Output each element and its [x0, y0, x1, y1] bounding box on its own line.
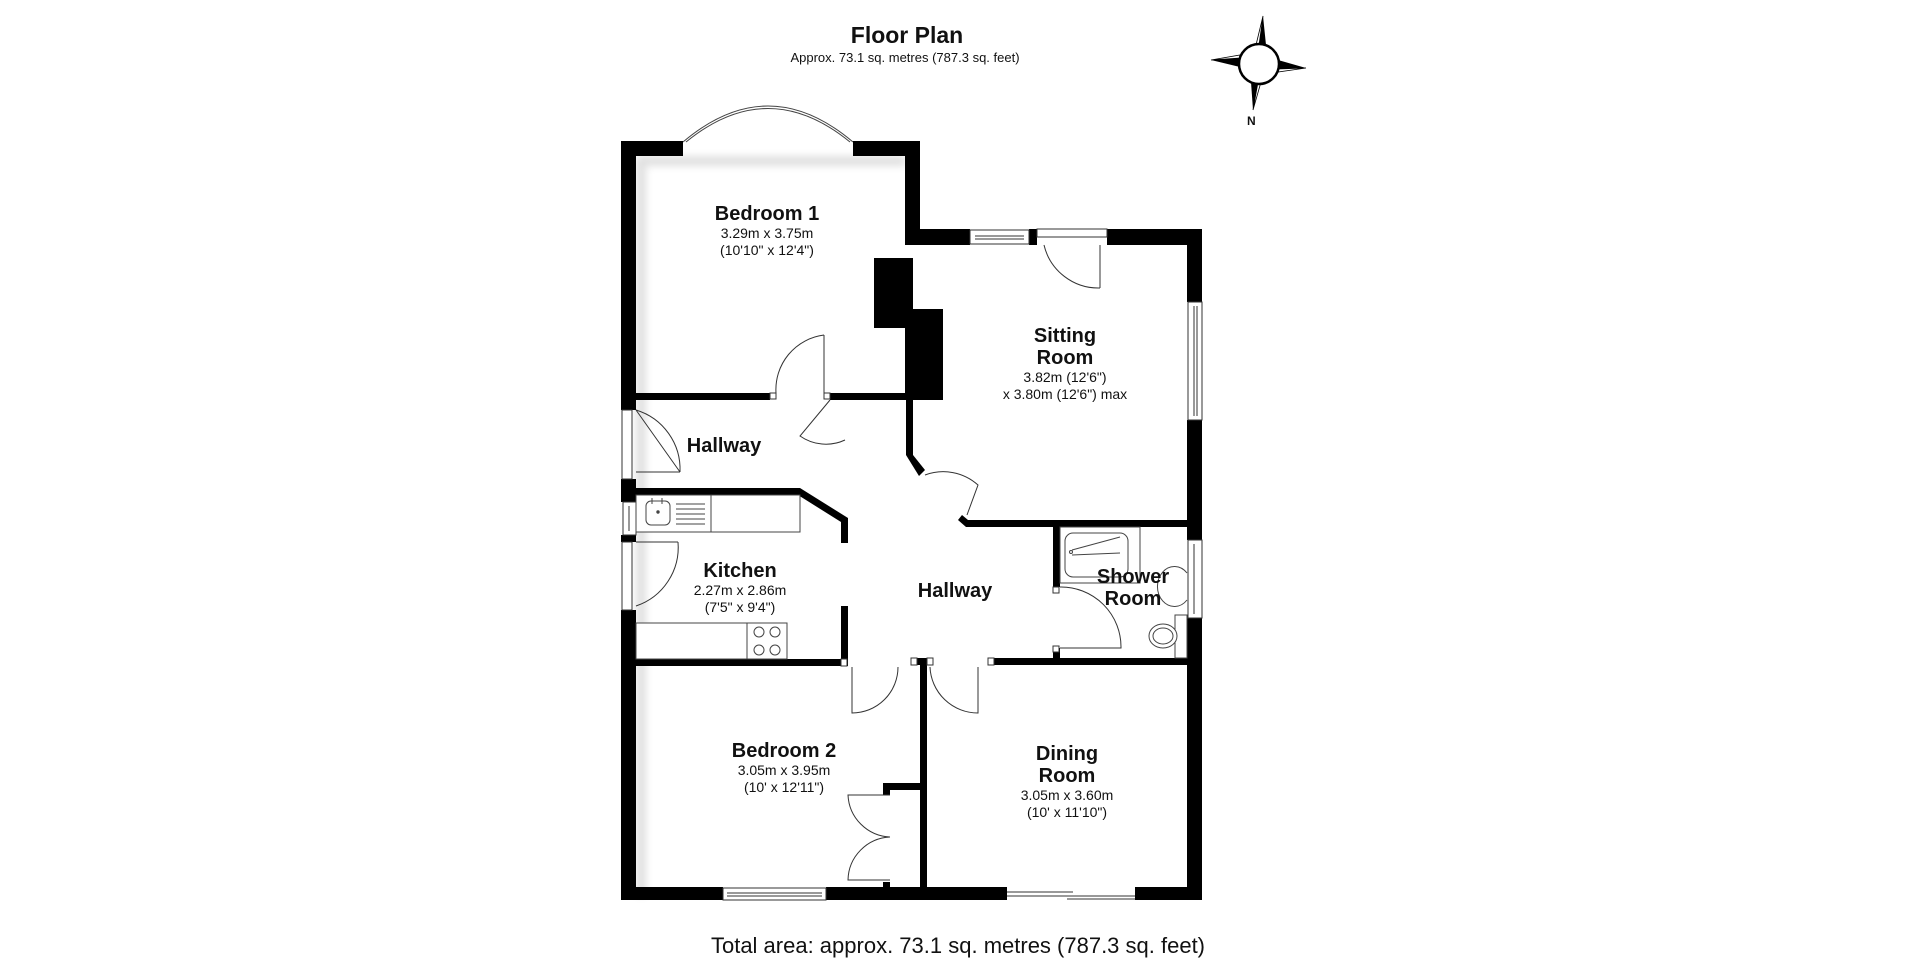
room-dimensions-metric: 3.05m x 3.60m [1020, 787, 1114, 803]
room-name-line-2: Room [1038, 765, 1096, 787]
compass-rose-icon [1210, 15, 1307, 111]
room-dimensions-imperial: (10' x 12'11") [743, 779, 825, 795]
room-label-sitting-room: Sitting Room 3.82m (12'6") x 3.80m (12'6… [1003, 325, 1127, 403]
compass-north-label: N [1247, 114, 1256, 128]
room-name-line-2: Room [1104, 588, 1162, 610]
room-label-hallway-upper: Hallway [687, 435, 761, 457]
door-jambs [769, 392, 1060, 667]
room-dimensions-metric: 2.27m x 2.86m [693, 582, 787, 598]
room-dimensions-metric: 3.29m x 3.75m [720, 225, 814, 241]
room-name: Bedroom 1 [714, 203, 820, 225]
room-name: Bedroom 2 [731, 740, 837, 762]
room-dimensions-width: 3.82m (12'6") [1023, 369, 1107, 385]
total-area-footer: Total area: approx. 73.1 sq. metres (787… [710, 933, 1206, 958]
shower-room-fittings [1059, 526, 1188, 659]
room-dimensions-imperial: (10'10" x 12'4") [720, 242, 814, 258]
room-label-hallway-lower: Hallway [918, 580, 992, 602]
windows [622, 229, 1203, 901]
kitchen-fittings [635, 494, 801, 660]
room-label-bedroom-1: Bedroom 1 3.29m x 3.75m (10'10" x 12'4") [715, 203, 819, 259]
room-name-line-1: Dining [1035, 743, 1099, 765]
room-dimensions-length: x 3.80m (12'6") max [1002, 386, 1128, 402]
room-label-kitchen: Kitchen 2.27m x 2.86m (7'5" x 9'4") [694, 560, 787, 616]
plan-title: Floor Plan [850, 22, 964, 48]
walls [621, 141, 1202, 900]
wash-basin-icon [1156, 566, 1188, 607]
room-label-shower-room: Shower Room [1097, 566, 1169, 610]
room-name: Hallway [686, 435, 762, 457]
room-dimensions-metric: 3.05m x 3.95m [737, 762, 831, 778]
room-dimensions-imperial: (7'5" x 9'4") [704, 599, 776, 615]
shower-tray-icon [1064, 532, 1129, 578]
room-name-line-1: Sitting [1033, 325, 1097, 347]
room-dimensions-imperial: (10' x 11'10") [1026, 804, 1108, 820]
doors [621, 228, 1122, 881]
plan-subtitle: Approx. 73.1 sq. metres (787.3 sq. feet) [790, 50, 1020, 65]
room-label-bedroom-2: Bedroom 2 3.05m x 3.95m (10' x 12'11") [732, 740, 836, 796]
hob-icon [746, 622, 788, 660]
room-name: Hallway [917, 580, 993, 602]
room-name-line-1: Shower [1096, 566, 1170, 588]
room-label-dining-room: Dining Room 3.05m x 3.60m (10' x 11'10") [1021, 743, 1114, 821]
bay-window [682, 105, 854, 143]
room-name: Kitchen [703, 560, 777, 582]
room-name-line-2: Room [1036, 347, 1094, 369]
